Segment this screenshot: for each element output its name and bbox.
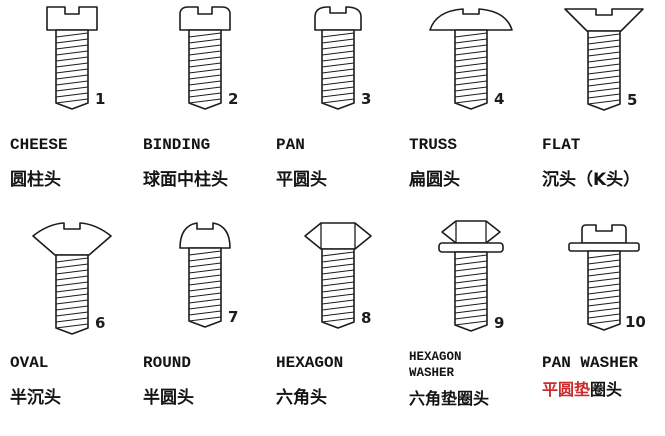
screw-cell-round: 7 ROUND 半圆头 [133, 218, 266, 436]
oval-screw-icon: 6 [31, 222, 112, 335]
screw-number: 1 [95, 90, 105, 108]
screw-label-en: OVAL [10, 354, 49, 372]
screw-cell-pan: 3 PAN 平圆头 [266, 0, 399, 218]
screw-cell-cheese: 1 CHEESE 圆柱头 [0, 0, 133, 218]
screw-label-zh: 扁圆头 [409, 170, 460, 190]
cheese-screw-icon: 1 [45, 6, 105, 110]
round-screw-icon: 7 [178, 222, 238, 328]
screw-label-en: FLAT [542, 136, 581, 154]
screw-cell-flat: 5 FLAT 沉头（K头） [532, 0, 665, 218]
hexagon-washer-screw-icon: 9 [437, 220, 504, 332]
screw-label-zh: 六角垫圈头 [409, 389, 490, 409]
screw-label-en: BINDING [143, 136, 211, 154]
screw-label-zh: 半圆头 [143, 388, 194, 408]
screw-label-en: HEXAGON WASHER [409, 350, 462, 380]
flat-screw-icon: 5 [563, 8, 644, 111]
screw-label-zh-rest: 圈头 [590, 380, 623, 399]
screw-number: 7 [228, 308, 238, 326]
screw-number: 9 [494, 314, 504, 332]
screw-label-en: CHEESE [10, 136, 68, 154]
screw-cell-hexagon-washer: 9 HEXAGON WASHER 六角垫圈头 [399, 218, 532, 436]
binding-screw-icon: 2 [178, 6, 238, 110]
screw-label-zh: 圆柱头 [10, 170, 61, 190]
screw-label-en: PAN [276, 136, 305, 154]
pan-screw-icon: 3 [313, 6, 371, 110]
screw-cell-oval: 6 OVAL 半沉头 [0, 218, 133, 436]
screw-label-en: TRUSS [409, 136, 458, 154]
screw-number: 3 [361, 90, 371, 108]
screw-cell-binding: 2 BINDING 球面中柱头 [133, 0, 266, 218]
screw-number: 6 [95, 314, 105, 332]
screw-label-zh: 沉头（K头） [542, 170, 641, 190]
screw-label-zh: 球面中柱头 [143, 170, 228, 190]
screw-cell-pan-washer: 10 PAN WASHER 平圆垫圈头 [532, 218, 665, 436]
screw-number: 2 [228, 90, 238, 108]
truss-screw-icon: 4 [428, 8, 513, 110]
screw-label-zh: 平圆头 [276, 170, 327, 190]
screw-number: 8 [361, 309, 371, 327]
screw-cell-hexagon: 8 HEXAGON 六角头 [266, 218, 399, 436]
screw-label-zh-watermarked: 平圆垫 [542, 380, 591, 399]
screw-label-en: HEXAGON [276, 354, 344, 372]
screw-number: 10 [625, 313, 646, 331]
screw-label-en: ROUND [143, 354, 192, 372]
screw-number: 4 [494, 90, 504, 108]
screw-cell-truss: 4 TRUSS 扁圆头 [399, 0, 532, 218]
screw-label-zh: 半沉头 [10, 388, 61, 408]
screw-label-en: PAN WASHER [542, 354, 639, 372]
screw-label-zh: 平圆垫圈头 [542, 376, 622, 400]
screw-number: 5 [627, 91, 637, 109]
screw-label-zh: 六角头 [276, 388, 327, 408]
hexagon-screw-icon: 8 [303, 222, 372, 329]
pan-washer-screw-icon: 10 [567, 224, 646, 331]
